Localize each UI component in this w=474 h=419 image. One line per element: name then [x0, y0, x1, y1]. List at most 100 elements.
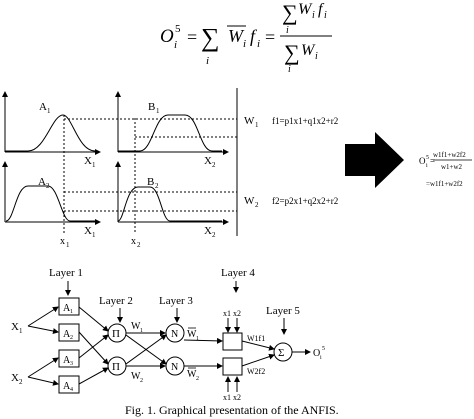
node-l4-1 [222, 332, 243, 351]
input-x2-label: X [11, 372, 19, 384]
node-n-2-label: N [171, 362, 178, 373]
node-a3 [58, 349, 80, 368]
label-f2: f2=p2x1+q2x2+r2 [272, 196, 338, 206]
eq-den-w-sub: i [315, 51, 318, 62]
eq-num-w-sub: i [312, 10, 315, 21]
node-l4-2 [222, 357, 243, 376]
label-x2-value-sub: 2 [137, 241, 141, 249]
edge-l4-2-sigma [241, 353, 275, 367]
label-b1: B [148, 101, 155, 113]
label-w2: W [244, 195, 255, 207]
layer3-label: Layer 3 [159, 295, 193, 307]
edge-wb2-label: W [187, 369, 197, 380]
edge-x1-a1 [27, 306, 59, 327]
eq-equals-2: = [265, 27, 275, 47]
label-x1-top: X [84, 155, 92, 167]
input-x2-sub: 2 [19, 378, 23, 386]
label-b2-sub: 2 [155, 182, 159, 190]
label-x1-bottom: X [84, 225, 92, 237]
big-arrow-icon [345, 132, 404, 188]
edge-x1-a2 [27, 325, 59, 334]
label-a1-sub: 1 [47, 107, 51, 115]
top-equation: O 5 i = ∑ i W i f i = ∑ W i f i i ∑ W i … [160, 0, 332, 75]
node-n-1 [165, 323, 185, 343]
eq-lhs-sup: 5 [175, 23, 181, 35]
out-lhs: O [419, 156, 426, 166]
edge-w1-sub: 1 [140, 328, 143, 334]
eq-w-sub: i [243, 38, 246, 50]
eq-num-sum: ∑ [282, 0, 298, 25]
eq-sum-symbol: ∑ [201, 23, 220, 52]
node-a3-sub: 3 [70, 361, 73, 367]
node-a1-label: A [63, 303, 71, 314]
label-a1: A [39, 101, 47, 113]
node-a4-sub: 4 [70, 387, 73, 393]
a1-curve [5, 114, 96, 152]
node-sigma-label: Σ [278, 347, 284, 359]
node-a2-sub: 2 [70, 335, 73, 341]
label-b1-sub: 1 [156, 107, 160, 115]
edge-x2-a3 [27, 357, 59, 378]
eq-num-f: f [318, 1, 325, 18]
edge-a2-pi2 [78, 331, 109, 365]
node-a3-label: A [63, 355, 71, 366]
node-pi-1-label: Π [112, 328, 120, 340]
out-line2: =w1f1+w2f2 [426, 180, 463, 188]
figure-caption: Fig. 1. Graphical presentation of the AN… [125, 403, 339, 417]
l4-2-inputs: x1 x2 [223, 393, 241, 402]
out-numerator: w1f1+w2f2 [433, 151, 466, 159]
edge-x2-a4 [27, 376, 59, 386]
label-x2-value: x [131, 236, 136, 247]
eq-equals-1: = [187, 27, 197, 47]
edge-a1-pi1 [78, 306, 109, 332]
label-w1-sub: 1 [255, 121, 259, 129]
layer5-label: Layer 5 [266, 305, 300, 317]
a2-curve [5, 185, 95, 222]
b1-curve [118, 114, 222, 152]
edge-wb1-sub: 1 [196, 336, 199, 342]
l4-1-inputs: x1 x2 [223, 309, 241, 318]
out-equals: = [430, 156, 435, 166]
out-denominator: w1+w2 [441, 163, 463, 171]
node-a2-label: A [63, 329, 71, 340]
membership-plots [1, 88, 238, 236]
output-sub: i [320, 355, 322, 361]
layer4-label: Layer 4 [221, 267, 255, 279]
edge-w2-label: W [131, 371, 141, 382]
eq-num-f-sub: i [324, 10, 327, 21]
wf2-label: W2f2 [247, 367, 265, 376]
eq-w: W [228, 26, 245, 46]
eq-num-w: W [298, 1, 313, 18]
label-w1: W [244, 115, 255, 127]
label-f1: f1=p1x1+q1x2+r2 [272, 116, 338, 126]
out-lhs-sup: 5 [426, 155, 429, 161]
eq-lhs-sub: i [174, 39, 177, 51]
output-label: O [313, 348, 320, 359]
layer1-label: Layer 1 [49, 267, 83, 279]
edge-w2-sub: 2 [140, 378, 143, 384]
layer2-label: Layer 2 [99, 295, 133, 307]
label-b2: B [147, 176, 154, 188]
eq-den-w: W [301, 42, 316, 59]
eq-den-index: i [288, 64, 291, 75]
edge-pi2-n1 [125, 334, 167, 365]
eq-lhs: O [160, 26, 174, 47]
edge-wb2-sub: 2 [196, 376, 199, 382]
node-a1-sub: 1 [70, 309, 73, 315]
node-n-1-label: N [171, 329, 178, 340]
output-equation: O 5 i = w1f1+w2f2 w1+w2 =w1f1+w2f2 [419, 151, 472, 188]
label-x2-top-sub: 2 [212, 161, 216, 169]
eq-f: f [250, 26, 258, 46]
label-a2: A [38, 176, 46, 188]
edge-n1-l4 [183, 337, 223, 344]
membership-labels: A 1 A 2 B 1 B 2 X 1 X 1 X 2 X 2 x 1 x 2 … [38, 101, 338, 249]
eq-den-sum: ∑ [284, 40, 300, 65]
edge-l4-1-sigma [241, 340, 275, 351]
label-x1-top-sub: 1 [92, 161, 96, 169]
wf1-label: W1f1 [247, 334, 265, 343]
network-diagram: Layer 1 Layer 2 Layer 3 Layer 4 Layer 5 [11, 267, 325, 402]
eq-num-index: i [286, 25, 289, 36]
edge-a4-pi2 [78, 367, 109, 385]
node-a4-label: A [63, 381, 71, 392]
